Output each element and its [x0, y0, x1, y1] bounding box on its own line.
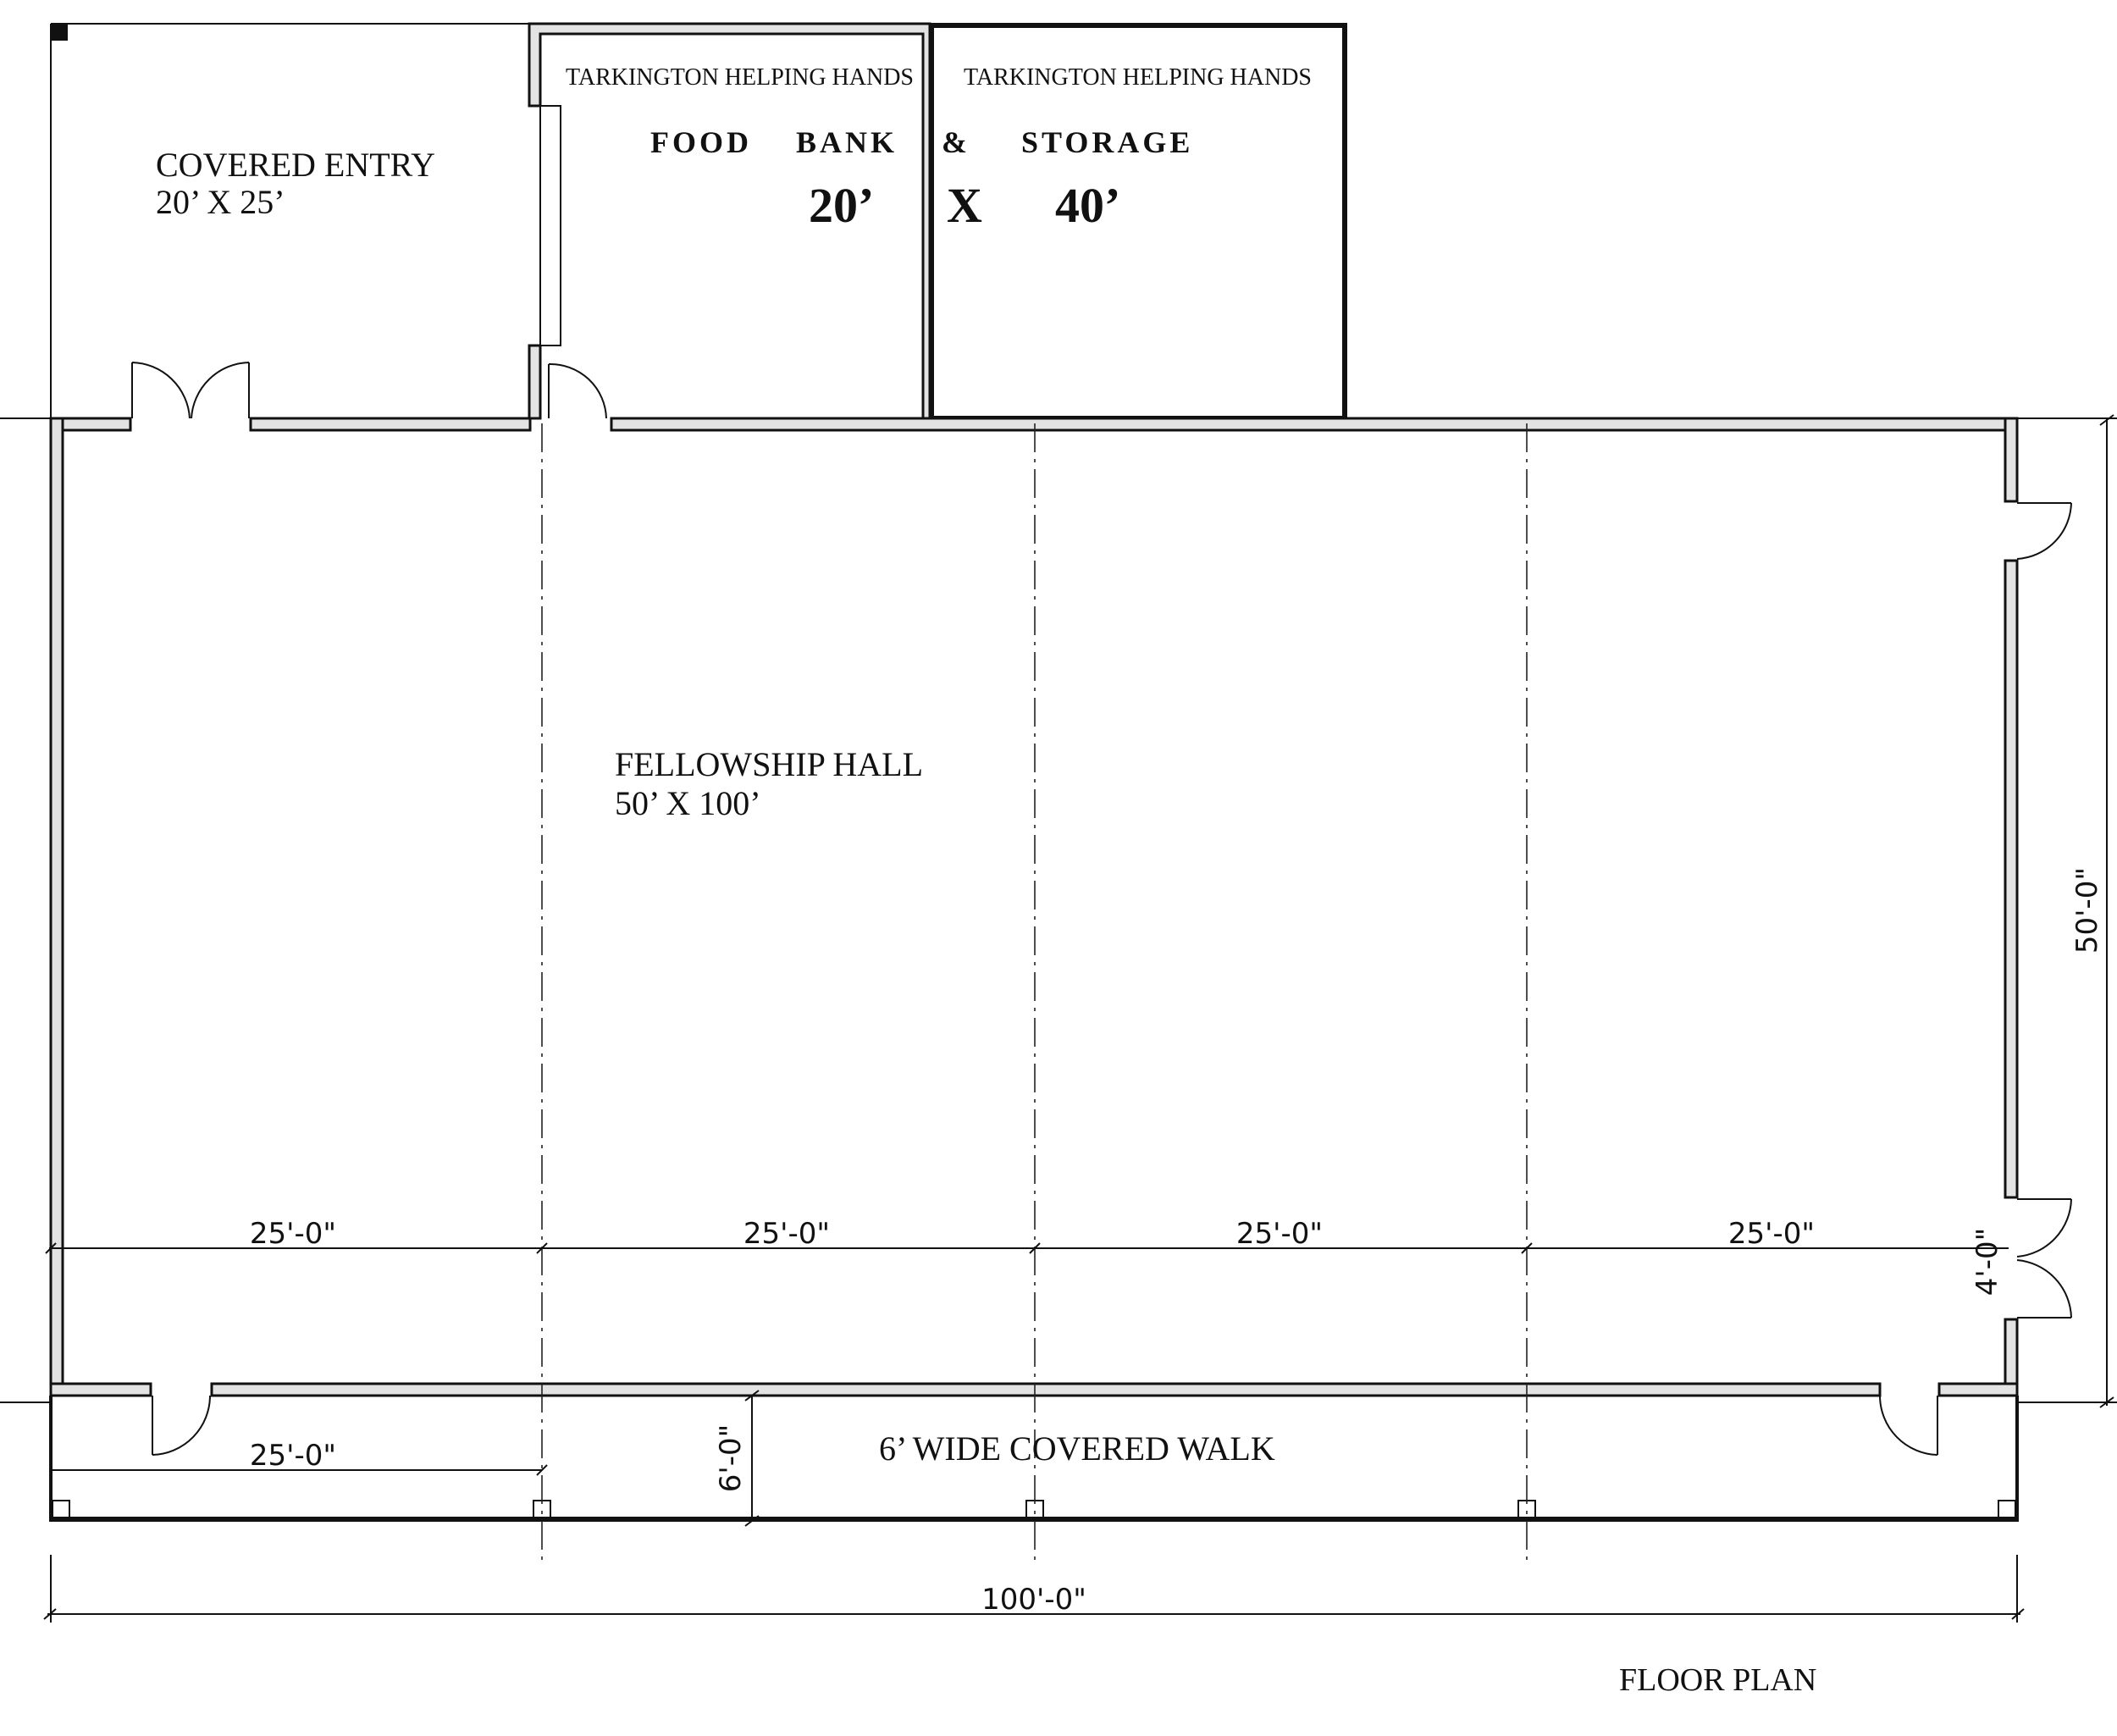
covered-walk-label: 6’ WIDE COVERED WALK — [879, 1429, 1275, 1468]
corner-marker — [51, 24, 68, 41]
walk-bay-dimension: 25'-0" — [250, 1439, 336, 1473]
covered-entry-outline — [50, 23, 529, 418]
food-bank-org-label: TARKINGTON HELPING HANDS — [566, 64, 914, 91]
drawing-title: FLOOR PLAN — [1619, 1662, 1816, 1698]
ampersand-label: & — [942, 125, 967, 159]
door-width-dimension: 4'-0" — [1971, 1228, 2004, 1296]
south-door-west — [152, 1395, 211, 1456]
column-grid-axes — [541, 423, 1528, 1563]
hall-depth-dimension: 50'-0" — [2070, 867, 2104, 954]
covered-entry-size: 20’ X 25’ — [156, 183, 285, 221]
bank-label: BANK — [796, 125, 898, 159]
food-label: FOOD — [650, 125, 752, 159]
column-post — [52, 1500, 70, 1518]
east-double-door — [2016, 1198, 2072, 1319]
covered-entry-label: COVERED ENTRY — [156, 146, 435, 184]
food-bank-door — [548, 362, 607, 419]
bay-1-dimension: 25'-0" — [250, 1217, 336, 1251]
fellowship-hall-size: 50’ X 100’ — [615, 784, 761, 822]
overall-length-dimension: 100'-0" — [981, 1583, 1086, 1617]
storage-org-label: TARKINGTON HELPING HANDS — [964, 64, 1312, 91]
food-bank-dim-20: 20’ — [809, 178, 874, 233]
annex-window — [539, 105, 561, 346]
dimension-lines — [0, 414, 2117, 1623]
east-door-upper — [2016, 502, 2072, 560]
times-label: X — [947, 178, 982, 233]
storage-label: STORAGE — [1021, 125, 1193, 159]
column-post — [1998, 1500, 2016, 1518]
storage-dim-40: 40’ — [1055, 178, 1120, 233]
fellowship-hall-label: FELLOWSHIP HALL — [615, 745, 923, 783]
bay-2-dimension: 25'-0" — [743, 1217, 830, 1251]
double-door-entry — [131, 362, 250, 419]
walk-width-dimension: 6'-0" — [714, 1424, 748, 1493]
bay-3-dimension: 25'-0" — [1236, 1217, 1323, 1251]
bay-4-dimension: 25'-0" — [1728, 1217, 1815, 1251]
covered-walk-outline — [49, 1396, 2019, 1522]
fellowship-hall-walls — [49, 417, 2019, 1397]
south-door-east — [1879, 1395, 1938, 1456]
